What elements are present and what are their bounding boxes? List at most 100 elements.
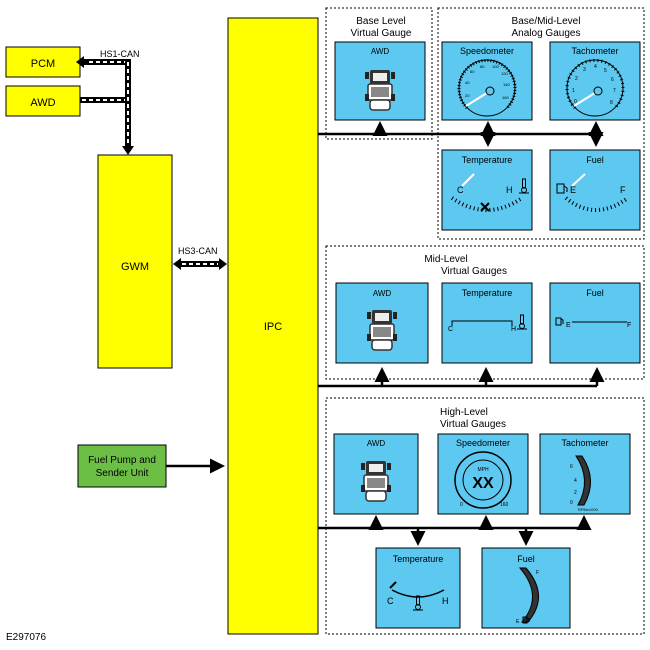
analog-temperature-title: Temperature (462, 155, 513, 165)
mid-fuel-gauge (549, 282, 641, 364)
awd-module (5, 85, 81, 117)
speed-tick-100: 100 (492, 64, 499, 69)
mid-temp-cold: C (448, 326, 453, 333)
high-tachometer-title: Tachometer (561, 438, 608, 448)
high-speedometer-mph: MPH (477, 467, 489, 473)
fuel-pump-label-2: Sender Unit (96, 468, 149, 479)
high-fuel-full: F (536, 570, 539, 576)
speed-tick-80: 80 (480, 64, 485, 69)
mid-fuel-empty: E (566, 322, 571, 329)
analog-temp-cold: C (457, 185, 464, 195)
tach-dial-8: 8 (610, 100, 613, 106)
high-speedometer-dial-inner (462, 459, 504, 501)
analog-group (437, 7, 645, 240)
tach-tick-4: 4 (574, 478, 577, 484)
analog-speedometer-title: Speedometer (460, 46, 514, 56)
tach-dial-4: 4 (594, 64, 597, 70)
awd-module-label: AWD (30, 97, 55, 109)
mid-temperature-bar (451, 320, 513, 326)
high-tachometer-arc (575, 455, 591, 506)
analog-temperature-needle (461, 173, 475, 187)
analog-fuel-full: F (620, 185, 626, 195)
mid-temperature-gauge (441, 282, 533, 364)
high-fuel-arc (518, 567, 539, 623)
mid-temp-hot: H (511, 326, 516, 333)
high-fuel-title: Fuel (517, 554, 535, 564)
high-speedometer-gauge (437, 433, 529, 515)
high-fuel-gauge (481, 547, 571, 629)
speed-tick-120: 120 (501, 71, 508, 76)
analog-temp-hot: H (506, 185, 513, 195)
hs3-can-bus (173, 258, 227, 270)
fuel-pump-label-1: Fuel Pump and (88, 455, 156, 466)
high-temperature-title: Temperature (393, 554, 444, 564)
ipc-connections (318, 121, 605, 546)
speed-tick-60: 60 (470, 69, 475, 74)
mid-fuel-pump-icon (555, 317, 564, 326)
tach-dial-6: 6 (611, 77, 614, 83)
high-speedometer-dial-outer (454, 451, 512, 509)
mid-awd-title: AWD (373, 289, 392, 298)
high-fuel-pump-icon (522, 616, 530, 624)
figure-id: E297076 (6, 632, 46, 643)
tach-tick-2: 2 (574, 490, 577, 496)
pcm-label: PCM (31, 58, 55, 70)
mid-title-1: Mid-Level (424, 254, 467, 265)
mid-title-2: Virtual Gauges (441, 266, 507, 277)
analog-tachometer-title: Tachometer (571, 46, 618, 56)
mid-temperature-title: Temperature (462, 288, 513, 298)
mid-fuel-full: F (627, 322, 631, 329)
high-temp-hot: H (442, 596, 449, 606)
high-virtual-group (325, 397, 645, 635)
tach-tick-0: 0 (570, 500, 573, 506)
tach-dial-5: 5 (604, 68, 607, 74)
high-speedometer-title: Speedometer (456, 438, 510, 448)
high-title-2: Virtual Gauges (440, 419, 506, 430)
speed-tick-160: 160 (502, 95, 509, 100)
high-temp-cold: C (387, 596, 394, 606)
high-awd-title: AWD (367, 439, 386, 448)
tach-tick-6: 6 (570, 464, 573, 470)
high-fuel-empty: E (516, 619, 520, 625)
analog-title-1: Base/Mid-Level (512, 16, 581, 27)
gwm-label: GWM (121, 261, 149, 273)
analog-temperature (441, 149, 533, 231)
high-speedometer-zero: 0 (460, 502, 463, 508)
analog-fuel-title: Fuel (586, 155, 604, 165)
pcm-module (5, 46, 81, 78)
tach-dial-1: 1 (572, 88, 575, 94)
analog-tachometer-needle (573, 90, 599, 107)
tach-dial-0: 0 (574, 99, 577, 105)
tach-dial-7: 7 (613, 88, 616, 94)
analog-fuel-empty: E (570, 185, 576, 195)
speed-tick-140: 140 (503, 82, 510, 87)
ipc-module (227, 17, 319, 635)
hs3-can-label: HS3-CAN (178, 246, 218, 256)
analog-fuel-needle (571, 173, 586, 187)
analog-speedometer-needle (465, 90, 491, 107)
analog-fuel (549, 149, 641, 231)
fuel-pump-sender-unit (77, 444, 167, 488)
high-tachometer-unit: RPMx1000 (578, 507, 599, 512)
speed-tick-40: 40 (465, 80, 470, 85)
analog-fuel-pump-icon (556, 183, 568, 194)
ipc-label: IPC (264, 321, 282, 333)
base-virtual-group (325, 7, 433, 140)
high-title-1: High-Level (440, 407, 488, 418)
tach-dial-2: 2 (575, 76, 578, 82)
tach-dial-3: 3 (583, 67, 586, 73)
hs1-can-label: HS1-CAN (100, 49, 140, 59)
analog-fuel-arc (564, 196, 630, 212)
base-awd-title: AWD (371, 47, 390, 56)
mid-fuel-title: Fuel (586, 288, 604, 298)
hs1-can-bus (76, 56, 134, 155)
high-speedometer-value: XX (472, 475, 494, 492)
base-virtual-title-1: Base Level (356, 16, 405, 27)
high-temperature-arc (391, 589, 445, 598)
high-speedometer-max: 160 (500, 502, 509, 508)
analog-title-2: Analog Gauges (512, 28, 581, 39)
base-virtual-title-2: Virtual Gauge (351, 28, 412, 39)
gwm-module (97, 154, 173, 369)
speed-tick-20: 20 (465, 93, 470, 98)
